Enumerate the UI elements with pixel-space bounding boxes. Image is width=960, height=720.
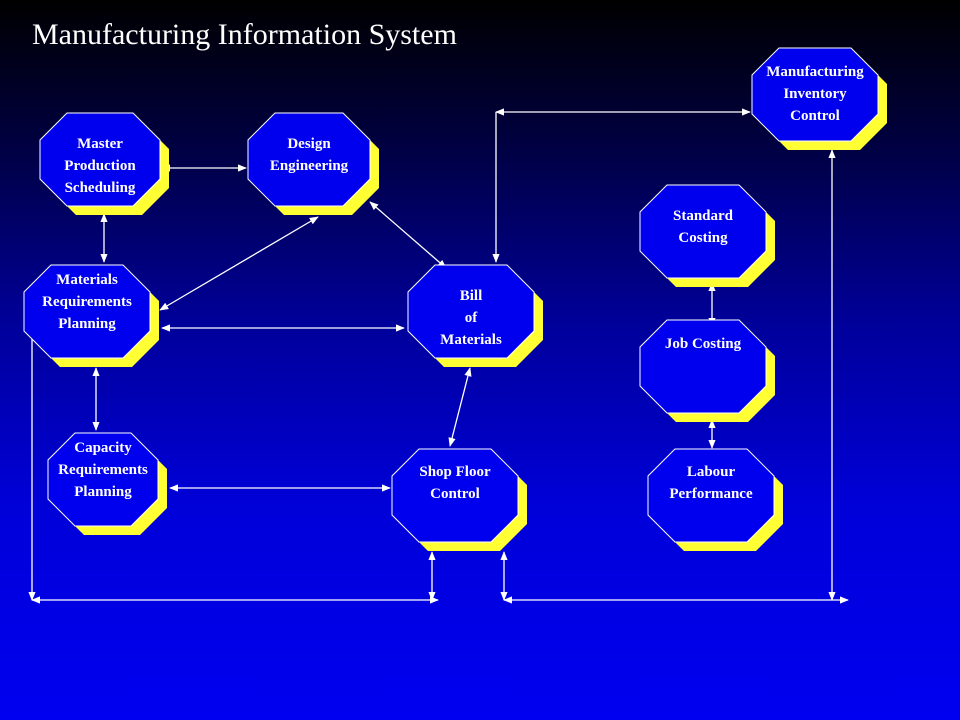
connector-arrow — [448, 367, 472, 447]
connectors — [28, 108, 849, 604]
node-label-line: Scheduling — [65, 180, 136, 196]
node-octagon — [39, 112, 161, 207]
node-octagon — [751, 47, 879, 142]
node-label-line: Requirements — [58, 462, 148, 478]
node-label-line: Bill — [460, 288, 483, 304]
node-label-line: Planning — [58, 316, 116, 332]
node-label-line: Requirements — [42, 294, 132, 310]
connector-arrow — [369, 201, 447, 269]
node-label-line: Inventory — [783, 86, 847, 102]
node-label-line: Planning — [74, 484, 132, 500]
node-label-line: Production — [64, 158, 136, 174]
node-label-line: Shop Floor — [419, 464, 491, 480]
node-octagon — [407, 264, 535, 359]
node-octagon — [639, 184, 767, 279]
node-label-line: Materials — [440, 332, 502, 348]
node-label-line: Performance — [669, 486, 753, 502]
node-label-line: Standard — [673, 208, 734, 224]
node-label-line: Manufacturing — [766, 64, 864, 80]
node-octagon — [247, 112, 371, 207]
node-label-line: Costing — [678, 230, 728, 246]
node-label-line: Master — [77, 136, 123, 152]
node-octagon — [23, 264, 151, 359]
node-octagon — [639, 319, 767, 414]
diagram-title: Manufacturing Information System — [32, 18, 457, 51]
node-label-line: Engineering — [270, 158, 349, 174]
node-label-line: Control — [430, 486, 480, 502]
node-label-line: Labour — [687, 464, 736, 480]
node-label-line: Capacity — [74, 440, 132, 456]
node-octagon — [47, 432, 159, 527]
node-label-line: of — [465, 310, 479, 326]
node-octagon — [647, 448, 775, 543]
node-jc: Job Costing — [639, 319, 775, 422]
node-label-line: Job Costing — [665, 336, 742, 352]
node-octagon — [391, 448, 519, 543]
node-label-line: Control — [790, 108, 840, 124]
node-label-line: Materials — [56, 272, 118, 288]
node-label-line: Design — [287, 136, 331, 152]
connector-arrow — [159, 216, 319, 311]
